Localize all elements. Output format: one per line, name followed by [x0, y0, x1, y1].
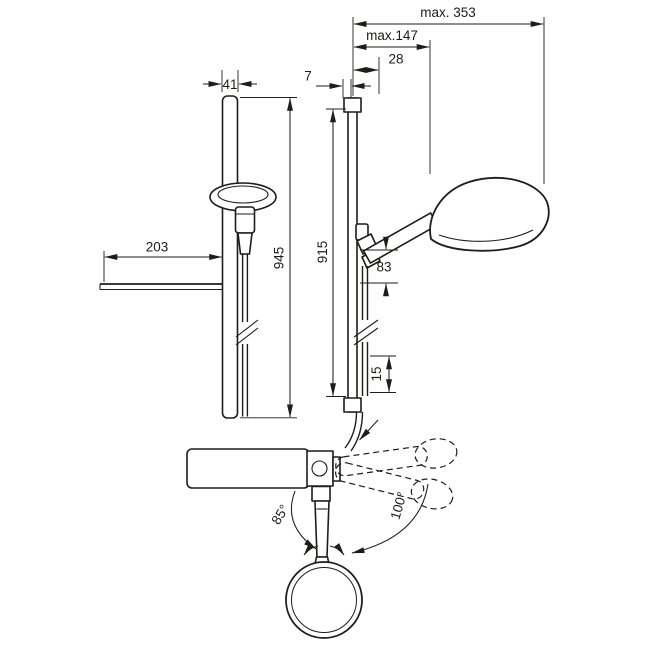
dim-holder-size: 83: [360, 236, 398, 297]
swivel-angle-right: 100°: [351, 483, 429, 554]
shower-head-inner-circle: [291, 567, 357, 633]
wall-bar-side: [347, 97, 358, 413]
handshower-connector: [311, 485, 331, 502]
pivot-arrow-right: [329, 543, 345, 556]
slider-holder-front: [234, 206, 256, 255]
dim-shelf-depth: 203: [103, 240, 223, 282]
hose-cone: [237, 232, 253, 255]
front-view: 41 203: [99, 70, 297, 419]
dim-holder-size-label: 83: [376, 260, 391, 275]
dim-total-height-label: 945: [272, 247, 287, 270]
shower-head-face-line: [438, 229, 534, 242]
swivel-angle-right-label: 100°: [388, 490, 410, 521]
hose-break-gap: [238, 322, 257, 344]
dim-rail-height-label: 915: [315, 241, 330, 264]
hand-shower-side: [355, 176, 550, 269]
shelf-front: [99, 283, 222, 291]
hose-outlet: [344, 411, 358, 449]
shower-head-top-circle: [285, 561, 363, 639]
dim-wall-offset: 28: [353, 52, 404, 94]
hose-break-mark: [235, 327, 259, 346]
shower-head: [429, 176, 550, 252]
soap-dish-inner: [217, 185, 269, 204]
dim-wall-offset-label: 28: [388, 52, 403, 67]
hose-break-gap: [358, 320, 373, 342]
dim-bottom-offset: 15: [369, 355, 396, 393]
dim-max-depth-label: max.147: [366, 28, 418, 43]
dim-max-reach: max. 353: [352, 5, 545, 184]
bar-bracket-top: [306, 450, 334, 487]
hose-front: [235, 254, 259, 417]
dim-shelf-depth-label: 203: [146, 240, 169, 255]
swivel-handle-outline: [335, 445, 428, 477]
side-view: max. 353 max.147 28 7 915: [304, 5, 550, 452]
wall-mount-bottom: [343, 397, 362, 413]
bar-section-circle: [311, 460, 328, 477]
slider-body: [234, 206, 256, 234]
dim-bar-width: 41: [203, 70, 257, 92]
top-view: 85° 100°: [186, 438, 458, 639]
swivel-handle-outline: [335, 462, 425, 500]
swivel-angle-left-label: 85°: [268, 502, 292, 527]
hose-break-mark: [235, 319, 259, 338]
handshower-swivel-position-left: [335, 438, 458, 477]
shower-handle: [362, 212, 439, 264]
hose-break-mark: [353, 319, 379, 338]
dim-plate-thickness: 7: [304, 69, 371, 98]
dim-max-reach-label: max. 353: [420, 5, 476, 20]
angle-arc-arrow: [351, 483, 429, 554]
angle-arc-arrow: [291, 490, 317, 550]
hose-break-mark: [353, 327, 379, 346]
shelf-top: [186, 448, 310, 489]
hose-side: [344, 266, 379, 452]
swivel-head-outline: [410, 478, 454, 510]
dim-bar-width-label: 41: [222, 77, 237, 92]
dim-max-depth: max.147: [353, 28, 431, 174]
dim-plate-thickness-label: 7: [304, 69, 312, 84]
dim-bottom-offset-label: 15: [369, 366, 384, 381]
dim-total-height: 945: [240, 97, 297, 419]
swivel-angle-left: 85°: [268, 490, 317, 550]
wall-bar-front: [221, 95, 239, 419]
dim-rail-height: 915: [315, 108, 346, 397]
wall-mount-top: [343, 97, 362, 113]
handshower-swivel-position-right: [335, 462, 454, 510]
hose-direction-arrow: [359, 419, 379, 441]
swivel-head-outline: [414, 438, 458, 469]
